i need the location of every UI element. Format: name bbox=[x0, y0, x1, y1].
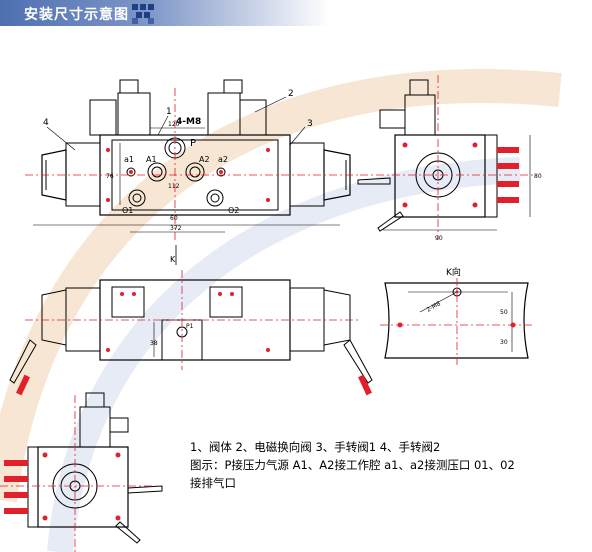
thread-label: 4-M8 bbox=[176, 117, 201, 127]
dim-112: 112 bbox=[168, 183, 180, 190]
dim-90: 90 bbox=[435, 235, 443, 242]
bottom-view-redlines bbox=[25, 270, 360, 370]
port-o2-label: O2 bbox=[228, 206, 239, 215]
dim-30: 30 bbox=[500, 339, 508, 346]
dim-38: 38 bbox=[150, 340, 158, 347]
legend-line-1: 1、阀体 2、电磁换向阀 3、手转阀1 4、手转阀2 bbox=[190, 440, 441, 454]
dim-2m8: 2-M8 bbox=[426, 300, 443, 314]
k-view-title: K向 bbox=[446, 266, 461, 278]
front-view-red-marks bbox=[106, 148, 270, 202]
callout-3: 3 bbox=[307, 119, 313, 129]
dim-80: 80 bbox=[534, 173, 542, 180]
side-view-redlines bbox=[360, 75, 535, 240]
k-view-red-holes bbox=[397, 290, 516, 328]
legend: 1、阀体 2、电磁换向阀 3、手转阀1 4、手转阀2 图示：P接压力气源 A1、… bbox=[190, 438, 580, 492]
page-title: 安装尺寸示意图 bbox=[24, 7, 129, 23]
legend-line-2: 图示：P接压力气源 A1、A2接工作腔 a1、a2接测压口 01、02 bbox=[190, 458, 515, 472]
side-view-2-redlines bbox=[0, 395, 160, 552]
port-o1-label: O1 bbox=[122, 206, 133, 215]
port-a2-small-label: a2 bbox=[218, 155, 228, 164]
legend-line-3: 接排气口 bbox=[190, 476, 236, 490]
port-a2-label: A2 bbox=[199, 155, 210, 164]
dim-372: 372 bbox=[170, 225, 182, 232]
bottom-view-red-ports bbox=[16, 292, 372, 396]
k-view bbox=[384, 282, 529, 359]
dim-60: 60 bbox=[170, 215, 178, 222]
k-arrow-label: K bbox=[170, 255, 176, 264]
port-p1-label: P1 bbox=[186, 323, 194, 330]
port-a1-label: A1 bbox=[146, 155, 157, 164]
dim-120: 120 bbox=[168, 121, 180, 128]
header-bar bbox=[0, 0, 592, 26]
port-a1-small-label: a1 bbox=[124, 155, 134, 164]
callout-1: 1 bbox=[166, 107, 172, 117]
port-p-label: P bbox=[190, 138, 196, 149]
side-view-red-ports bbox=[402, 142, 519, 208]
side-view-2-red-ports bbox=[4, 452, 121, 521]
dim-76: 76 bbox=[106, 173, 114, 180]
callout-2: 2 bbox=[288, 89, 294, 99]
dim-50: 50 bbox=[500, 309, 508, 316]
front-view-redlines bbox=[25, 88, 360, 240]
callout-4: 4 bbox=[43, 118, 49, 128]
k-view-redlines bbox=[380, 278, 535, 365]
